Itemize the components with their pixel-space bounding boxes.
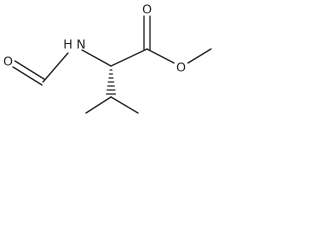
ester-oxygen-methyl-bond (187, 48, 212, 64)
formyl-double-bond-outer (12, 66, 43, 86)
nitrogen-h-label: H (63, 37, 72, 52)
carbonyl-oxygen-label: O (142, 2, 152, 17)
stereo-hashed-bond (105, 69, 117, 95)
amide-nitrogen-label: N (76, 37, 85, 52)
carbonyl-ester-oxygen-bond (146, 48, 175, 64)
formyl-c-n-bond (42, 52, 69, 83)
molecule-structure: O H N O O (3, 2, 212, 114)
isopropyl-left-methyl-bond (85, 96, 112, 114)
alpha-carbonyl-bond (110, 48, 148, 67)
isopropyl-right-methyl-bond (110, 96, 139, 114)
formyl-double-bond-inner (14, 60, 45, 80)
n-alpha-carbon-bond (81, 49, 112, 67)
ester-oxygen-label: O (176, 60, 186, 75)
formyl-oxygen-label: O (3, 54, 13, 69)
